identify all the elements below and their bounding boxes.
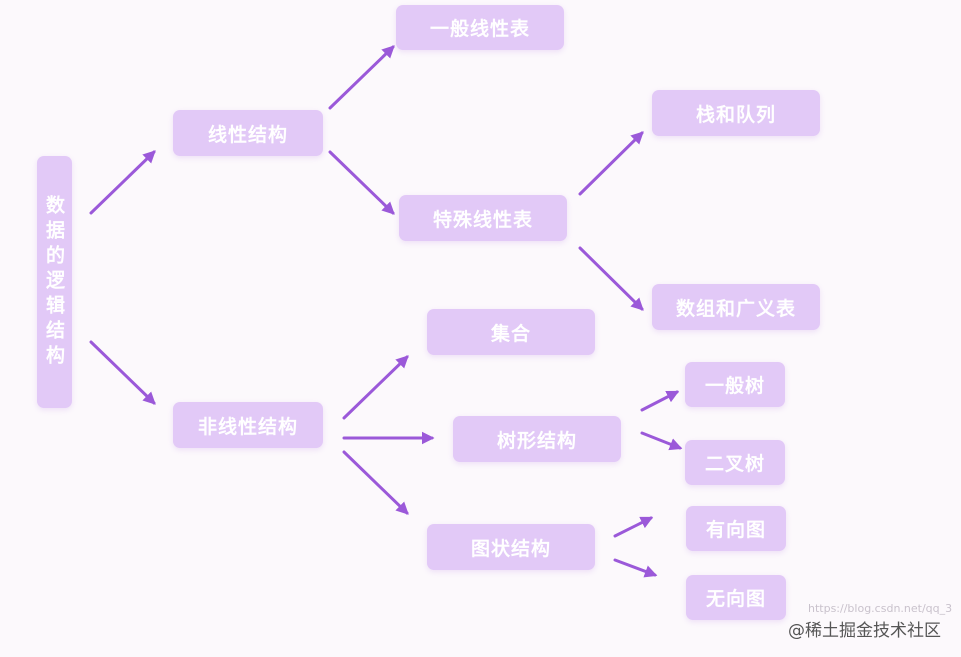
node-nonlinear: 非线性结构: [173, 402, 323, 448]
arrow-graph-to-directed: [613, 516, 654, 538]
arrow-tree-to-binary-tree: [640, 431, 683, 451]
site-watermark: @稀土掘金技术社区: [788, 621, 941, 641]
arrow-root-to-nonlinear: [89, 340, 156, 405]
arrow-tree-to-general-tree: [640, 390, 680, 412]
node-binary-tree: 二叉树: [685, 440, 785, 485]
arrow-graph-to-undirected: [613, 558, 658, 578]
node-general-linear: 一般线性表: [396, 5, 564, 50]
arrow-special-to-array-generalized: [578, 246, 644, 311]
node-linear: 线性结构: [173, 110, 323, 156]
node-graph: 图状结构: [427, 524, 595, 570]
arrow-nonlinear-to-graph: [342, 450, 409, 515]
node-root: 数据的逻辑结构: [37, 156, 72, 408]
arrow-root-to-linear: [89, 150, 156, 215]
arrow-special-to-stack-queue: [578, 131, 644, 196]
node-undirected-graph: 无向图: [686, 575, 786, 620]
node-set: 集合: [427, 309, 595, 355]
node-tree: 树形结构: [453, 416, 621, 462]
node-general-tree: 一般树: [685, 362, 785, 407]
faint-url-watermark: https://blog.csdn.net/qq_3: [808, 602, 953, 615]
arrow-nonlinear-to-set: [342, 355, 409, 420]
arrow-linear-to-special-linear: [328, 150, 395, 215]
arrow-linear-to-general-linear: [328, 45, 395, 110]
node-stack-queue: 栈和队列: [652, 90, 820, 136]
node-array-generalized: 数组和广义表: [652, 284, 820, 330]
node-special-linear: 特殊线性表: [399, 195, 567, 241]
node-directed-graph: 有向图: [686, 506, 786, 551]
